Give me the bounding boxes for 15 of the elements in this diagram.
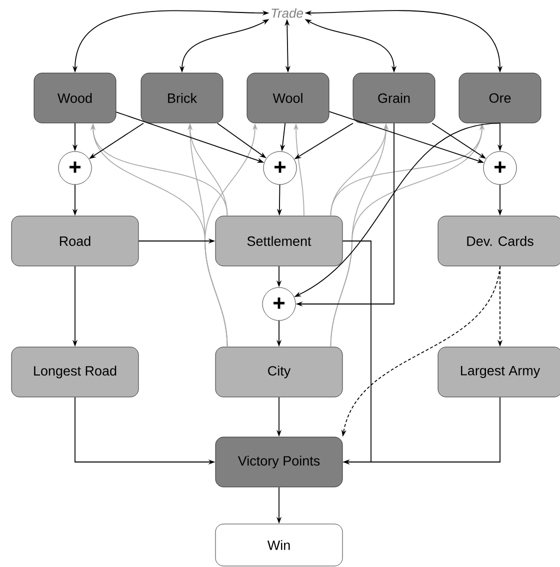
process-box: Largest Army [438,346,560,398]
process-box: Longest Road [11,346,139,398]
process-box: Win [215,524,343,566]
resource-box: Wool [246,72,330,124]
process-box: Victory Points [215,436,343,488]
trade-label: Trade [272,8,304,18]
process-box: Dev. Cards [438,216,560,266]
resource-box: Brick [140,72,224,124]
process-box: City [215,346,343,398]
arrow [342,240,372,465]
process-box: Settlement [215,216,343,266]
process-box: Road [11,216,139,266]
resource-box: Grain [352,72,436,124]
resource-box: Ore [458,72,542,124]
resource-box: Wood [34,72,116,124]
